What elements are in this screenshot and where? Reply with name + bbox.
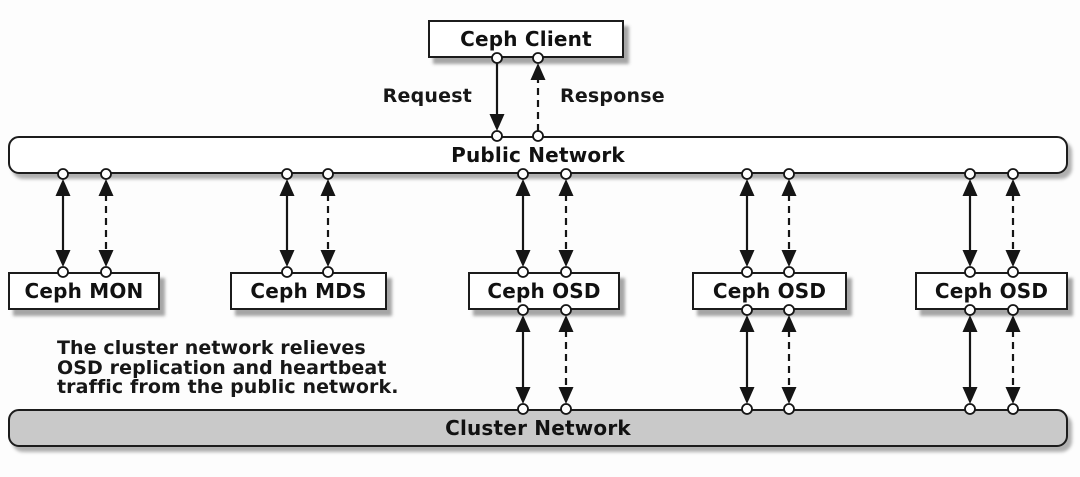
public-network-bar: Public Network	[8, 136, 1068, 174]
osd-1-cluster-solid-arrow-head	[739, 315, 755, 332]
ceph-mds-box: Ceph MDS	[230, 272, 387, 310]
osd-0-cluster-dashed-arrow-head	[558, 315, 574, 332]
request-arrow	[489, 63, 505, 131]
osd-1-cluster-dashed-arrow	[781, 315, 797, 404]
osd-0-cluster-solid-arrow-head	[515, 387, 531, 404]
osd-2-cluster-solid-arrow	[962, 315, 978, 404]
node-4-solid-arrow	[962, 179, 978, 267]
osd-1-cluster-dashed-arrow-head	[781, 315, 797, 332]
osd-2-cluster-dashed-arrow-head	[1005, 387, 1021, 404]
response-label: Response	[560, 85, 665, 107]
osd-2-cluster-solid-arrow-head	[962, 315, 978, 332]
note-line-3: traffic from the public network.	[57, 376, 399, 398]
cluster-network-bar: Cluster Network	[8, 409, 1068, 447]
node-4-dashed-arrow-head	[1005, 179, 1021, 196]
node-0-dashed-arrow-head	[98, 250, 114, 267]
osd-1-cluster-solid-arrow	[739, 315, 755, 404]
ceph-osd-box-1: Ceph OSD	[468, 272, 620, 310]
node-1-dashed-arrow-head	[320, 179, 336, 196]
ceph-client-box: Ceph Client	[428, 20, 624, 58]
osd-2-cluster-dashed-arrow-head	[1005, 315, 1021, 332]
node-2-dashed-arrow	[558, 179, 574, 267]
node-0-dashed-arrow	[98, 179, 114, 267]
request-arrow-head	[489, 114, 505, 131]
osd-2-cluster-solid-arrow-head	[962, 387, 978, 404]
ceph-mon-box: Ceph MON	[8, 272, 160, 310]
osd-0-cluster-dashed-arrow-head	[558, 387, 574, 404]
node-2-dashed-arrow-head	[558, 179, 574, 196]
node-2-dashed-arrow-head	[558, 250, 574, 267]
node-1-dashed-arrow	[320, 179, 336, 267]
node-0-solid-arrow-head	[55, 179, 71, 196]
node-1-solid-arrow-head	[279, 250, 295, 267]
node-3-dashed-arrow-head	[781, 250, 797, 267]
note-line-1: The cluster network relieves	[57, 337, 366, 359]
osd-1-cluster-solid-arrow-head	[739, 387, 755, 404]
node-2-solid-arrow-head	[515, 179, 531, 196]
node-1-solid-arrow	[279, 179, 295, 267]
node-0-solid-arrow	[55, 179, 71, 267]
node-4-solid-arrow-head	[962, 250, 978, 267]
node-1-dashed-arrow-head	[320, 250, 336, 267]
osd-2-cluster-dashed-arrow	[1005, 315, 1021, 404]
node-1-solid-arrow-head	[279, 179, 295, 196]
node-0-dashed-arrow-head	[98, 179, 114, 196]
response-arrow	[530, 63, 546, 131]
ceph-osd-box-3: Ceph OSD	[915, 272, 1068, 310]
request-label: Request	[382, 85, 472, 107]
node-2-solid-arrow-head	[515, 250, 531, 267]
node-3-dashed-arrow-head	[781, 179, 797, 196]
ceph-osd-box-2: Ceph OSD	[692, 272, 847, 310]
node-4-dashed-arrow	[1005, 179, 1021, 267]
osd-1-cluster-dashed-arrow-head	[781, 387, 797, 404]
response-arrow-head	[530, 63, 546, 80]
cluster-network-note: The cluster network relieves OSD replica…	[57, 337, 399, 398]
node-3-solid-arrow-head	[739, 250, 755, 267]
node-2-solid-arrow	[515, 179, 531, 267]
node-4-solid-arrow-head	[962, 179, 978, 196]
node-0-solid-arrow-head	[55, 250, 71, 267]
node-3-solid-arrow-head	[739, 179, 755, 196]
node-3-solid-arrow	[739, 179, 755, 267]
node-4-dashed-arrow-head	[1005, 250, 1021, 267]
osd-0-cluster-dashed-arrow	[558, 315, 574, 404]
osd-0-cluster-solid-arrow-head	[515, 315, 531, 332]
note-line-2: OSD replication and heartbeat	[57, 356, 387, 379]
node-3-dashed-arrow	[781, 179, 797, 267]
osd-0-cluster-solid-arrow	[515, 315, 531, 404]
